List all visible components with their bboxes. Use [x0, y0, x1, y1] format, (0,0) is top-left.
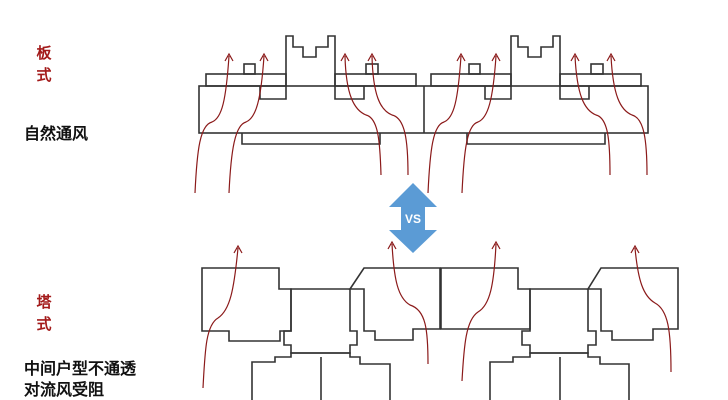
arrowhead-icon	[367, 52, 377, 62]
tower-core	[283, 288, 358, 354]
arrowhead-icon	[491, 52, 501, 62]
tower-unit	[201, 267, 292, 342]
arrowhead-icon	[387, 240, 397, 250]
tower-building-plan	[201, 267, 679, 400]
slab-label-char-2: 式	[36, 66, 52, 84]
tower-core	[521, 288, 597, 354]
tower-label-char-2: 式	[36, 315, 52, 333]
arrowhead-icon	[570, 52, 580, 62]
tower-description-line2: 对流风受阻	[24, 380, 105, 399]
tower-airflow-arrows	[202, 240, 672, 389]
tower-label-char-1: 塔	[36, 293, 52, 311]
natural-ventilation-label: 自然通风	[24, 124, 89, 143]
arrowhead-icon	[233, 244, 243, 254]
arrowhead-icon	[224, 52, 234, 62]
tower-unit-lower	[251, 352, 391, 400]
tower-unit-lower	[489, 352, 630, 400]
slab-unit-right	[430, 35, 642, 145]
vs-label: VS	[405, 212, 421, 226]
arrowhead-icon	[340, 52, 350, 62]
slab-airflow-arrows	[194, 52, 648, 194]
arrowhead-icon	[630, 244, 640, 254]
slab-type-label: 板 式	[34, 42, 54, 86]
slab-unit-left	[205, 35, 417, 145]
vs-double-arrow-icon	[389, 183, 437, 253]
tower-description-line1: 中间户型不通透	[24, 359, 137, 378]
slab-building-plan	[198, 35, 649, 145]
tower-type-label: 塔 式	[34, 291, 54, 335]
slab-label-char-1: 板	[36, 44, 52, 62]
tower-unit	[586, 267, 679, 341]
arrowhead-icon	[259, 52, 269, 62]
arrowhead-icon	[606, 52, 616, 62]
tower-unit	[440, 267, 531, 330]
arrowhead-icon	[456, 52, 466, 62]
arrowhead-icon	[491, 240, 501, 250]
tower-unit	[348, 267, 441, 341]
